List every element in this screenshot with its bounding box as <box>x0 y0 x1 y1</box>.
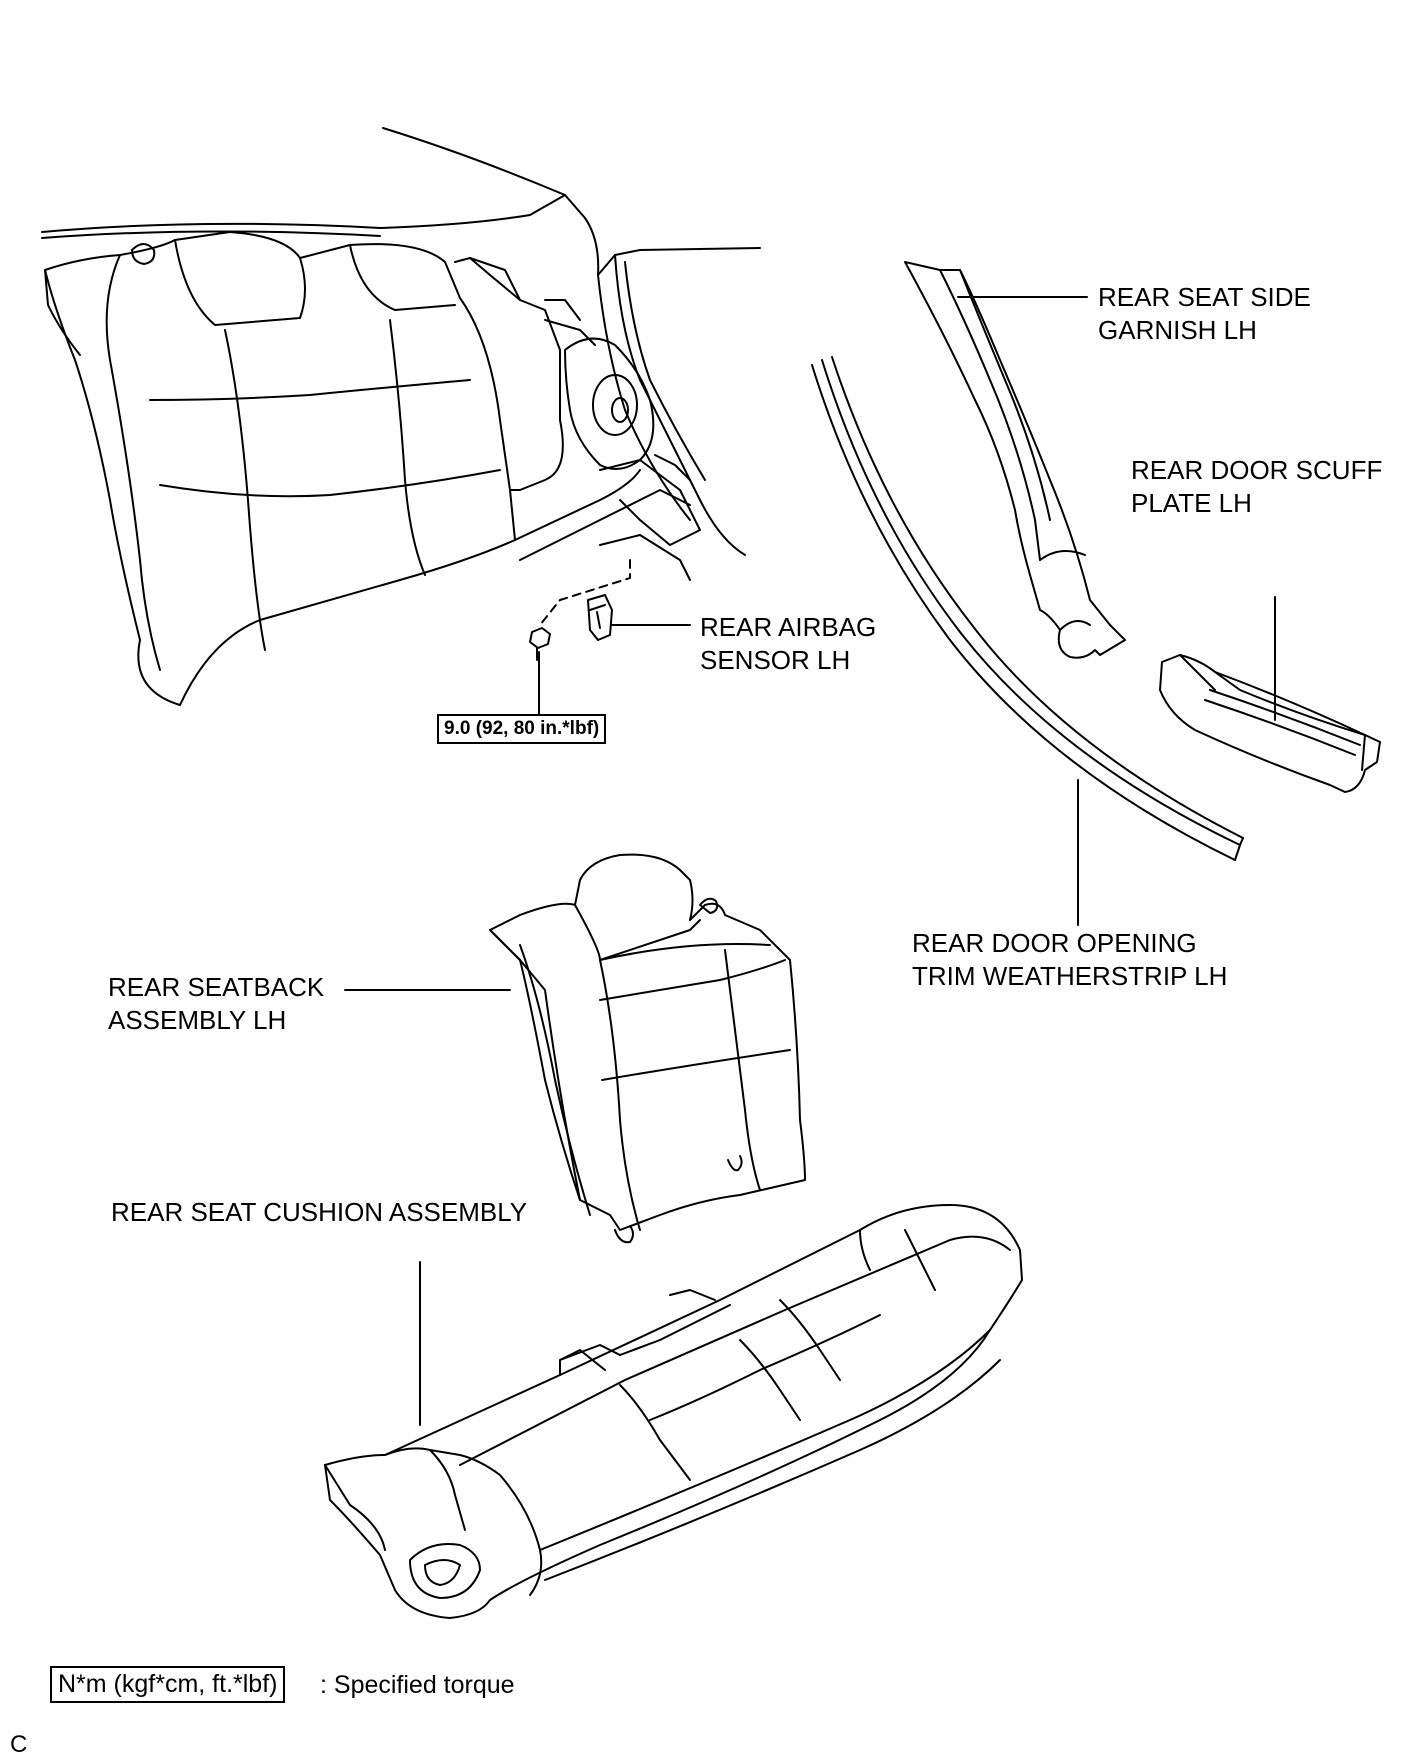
airbag-sensor-icon <box>587 594 691 641</box>
label-rear-seat-cushion-assembly: REAR SEAT CUSHION ASSEMBLY <box>111 1197 528 1227</box>
rear-seatback-part <box>344 853 806 1244</box>
weatherstrip-part <box>811 356 1244 926</box>
scuff-plate-part <box>1159 596 1381 793</box>
label-rear-seat-side-garnish: REAR SEAT SIDE GARNISH LH <box>1098 282 1311 345</box>
label-rear-seatback-assembly: REAR SEATBACK ASSEMBLY LH <box>108 972 325 1035</box>
label-rear-door-scuff-plate: REAR DOOR SCUFF PLATE LH <box>1131 455 1383 518</box>
quarter-panel-area <box>544 299 701 581</box>
vehicle-body-outline <box>41 127 761 556</box>
legend-unit-box: N*m (kgf*cm, ft.*lbf) <box>50 1666 286 1703</box>
label-rear-airbag-sensor: REAR AIRBAG SENSOR LH <box>700 612 877 675</box>
rear-seat-cushion-part <box>324 1204 1023 1619</box>
label-rear-door-opening-trim: REAR DOOR OPENING TRIM WEATHERSTRIP LH <box>912 928 1228 991</box>
bolt-icon <box>529 627 551 715</box>
legend-description: : Specified torque <box>320 1671 515 1699</box>
rear-seat-side-garnish-part <box>904 261 1126 659</box>
torque-value-box: 9.0 (92, 80 in.*lbf) <box>437 714 607 744</box>
mounting-dashed-line <box>539 559 631 626</box>
corner-code: C <box>10 1731 28 1758</box>
